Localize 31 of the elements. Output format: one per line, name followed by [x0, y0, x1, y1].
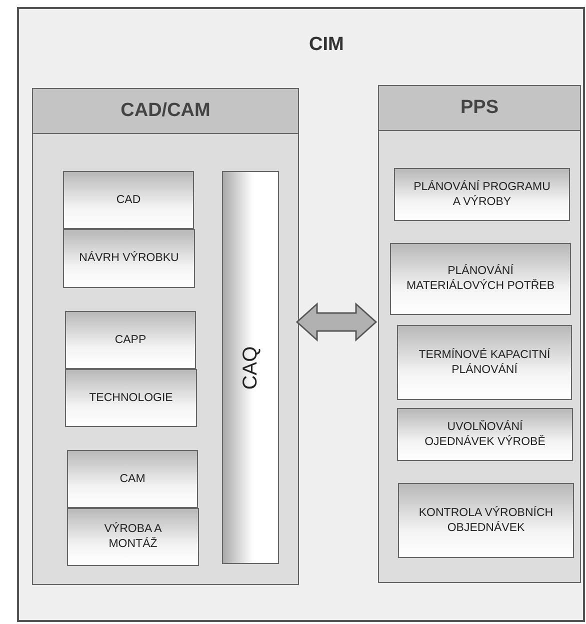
panel-header: CAD/CAM — [33, 89, 298, 134]
function-box — [63, 171, 194, 229]
function-box — [67, 508, 199, 566]
double-arrow — [296, 302, 378, 342]
diagram-frame — [17, 7, 585, 622]
frame-label: CIM — [309, 34, 344, 56]
box-label: NÁVRH VÝROBKU — [78, 251, 180, 266]
function-box — [397, 325, 572, 400]
box-label: CAM — [118, 472, 146, 486]
function-box — [63, 229, 195, 288]
box-label: CAQ — [239, 346, 262, 390]
box-label: VÝROBA A MONTÁŽ — [103, 522, 163, 552]
box-label: TERMÍNOVÉ KAPACITNÍ PLÁNOVÁNÍ — [418, 348, 552, 378]
function-box — [397, 408, 573, 461]
function-box — [394, 168, 570, 221]
box-label: KONTROLA VÝROBNÍCH OBJEDNÁVEK — [418, 506, 554, 536]
function-box — [398, 483, 574, 558]
panel-header: PPS — [379, 86, 580, 131]
function-box — [390, 243, 571, 315]
function-box — [65, 311, 196, 369]
vertical-bar — [222, 171, 279, 564]
module-panel — [378, 85, 581, 583]
function-box — [65, 369, 197, 427]
box-label: CAPP — [114, 332, 148, 348]
box-label: PLÁNOVÁNÍ PROGRAMU A VÝROBY — [412, 180, 552, 210]
box-label: CAD — [115, 192, 142, 208]
function-box — [67, 450, 198, 508]
module-panel — [32, 88, 299, 585]
box-label: TECHNOLOGIE — [88, 390, 174, 406]
box-label: UVOLŇOVÁNÍ OJEDNÁVEK VÝROBĚ — [424, 420, 546, 450]
box-label: PLÁNOVÁNÍ MATERIÁLOVÝCH POTŘEB — [405, 264, 556, 294]
